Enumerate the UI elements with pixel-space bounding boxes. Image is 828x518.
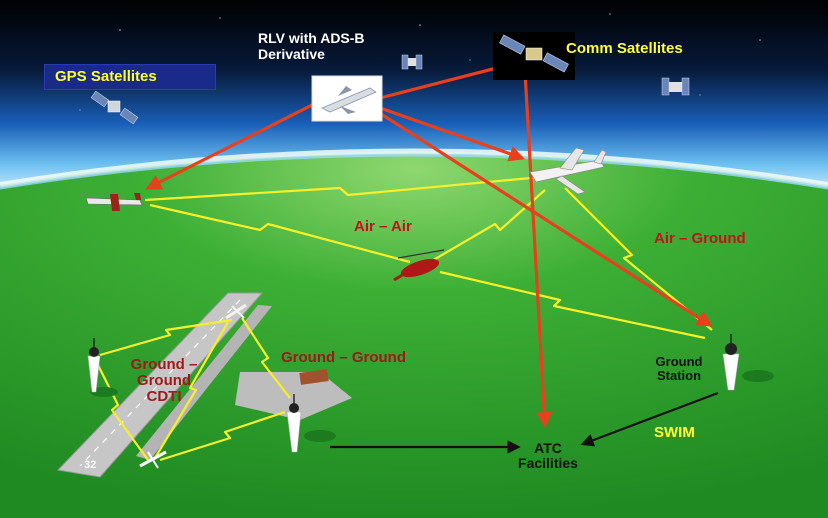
gps-satellites-label-box: GPS Satellites [44,64,216,90]
aircraft-airliner [529,147,607,195]
comm-satellite-main [493,32,575,80]
comm-satellites-label: Comm Satellites [566,40,683,57]
link-rlv-to-plane2 [379,106,526,162]
ground-station-line1: Ground [655,354,703,369]
horizon-glow [0,148,828,188]
ground-ground-cdti-line2: Ground [136,371,192,389]
runway-number: 32 [84,459,96,471]
link-tower2-runway [241,317,291,399]
link-tower1-runway [99,318,233,357]
swim-label: SWIM [654,424,695,441]
ground-ground-cdti-line3: CDTI [146,387,182,405]
aircraft-small [85,193,143,211]
helicopter [393,249,445,282]
horizon-edge [0,153,828,190]
earth-surface [0,151,828,518]
link-tower1-plane [97,364,149,461]
link-plane1-heli [149,203,411,264]
link-heli-plane2 [429,189,546,263]
ground-ground-cdti-line1: Ground – [130,356,198,373]
air-ground-label: Air – Ground [654,230,746,247]
runway [56,292,264,478]
rlv-label-line1: RLV with ADS-B [258,30,365,46]
link-heli-station [439,270,706,340]
aircraft-runway-1 [225,303,247,320]
antenna-tower-apron [286,394,336,453]
atc-facilities-label: ATC Facilities [500,441,596,470]
atc-line2: Facilities [518,454,578,471]
link-plane1-plane2 [144,174,553,202]
comm-links [97,174,713,462]
arrow-swim-to-atc [580,391,719,447]
stars [79,13,761,111]
gps-satellite [90,90,139,125]
link-runway-plane [154,321,229,459]
ground-ground-cdti-label: Ground – Ground CDTI [118,357,210,404]
taxiway [136,305,272,460]
rlv-label-line2: Derivative [258,46,325,63]
antenna-tower-left [87,338,118,397]
link-plane2-station [564,187,713,331]
atc-line1: ATC [534,440,562,456]
gps-satellites-label: GPS Satellites [55,68,157,85]
ground-station-line2: Station [656,367,702,383]
satellite-links [145,60,713,429]
air-air-label: Air – Air [354,218,412,235]
antenna-ground-station [722,334,774,391]
rlv-label: RLV with ADS-B Derivative [258,30,365,62]
link-rlv-to-station [377,110,713,327]
ground-station-label: Ground Station [640,355,718,382]
ground-ground-label: Ground – Ground [281,349,406,366]
link-tower2-plane [159,410,286,462]
rlv-vehicle [311,75,383,122]
satellite-small-1 [401,54,423,70]
hangar [299,369,329,385]
aircraft-runway-2 [139,450,167,469]
satellite-small-2 [661,77,690,96]
runway-centerline [79,299,241,467]
link-sat-to-atc [523,71,553,429]
link-sat-to-plane1 [145,100,319,190]
